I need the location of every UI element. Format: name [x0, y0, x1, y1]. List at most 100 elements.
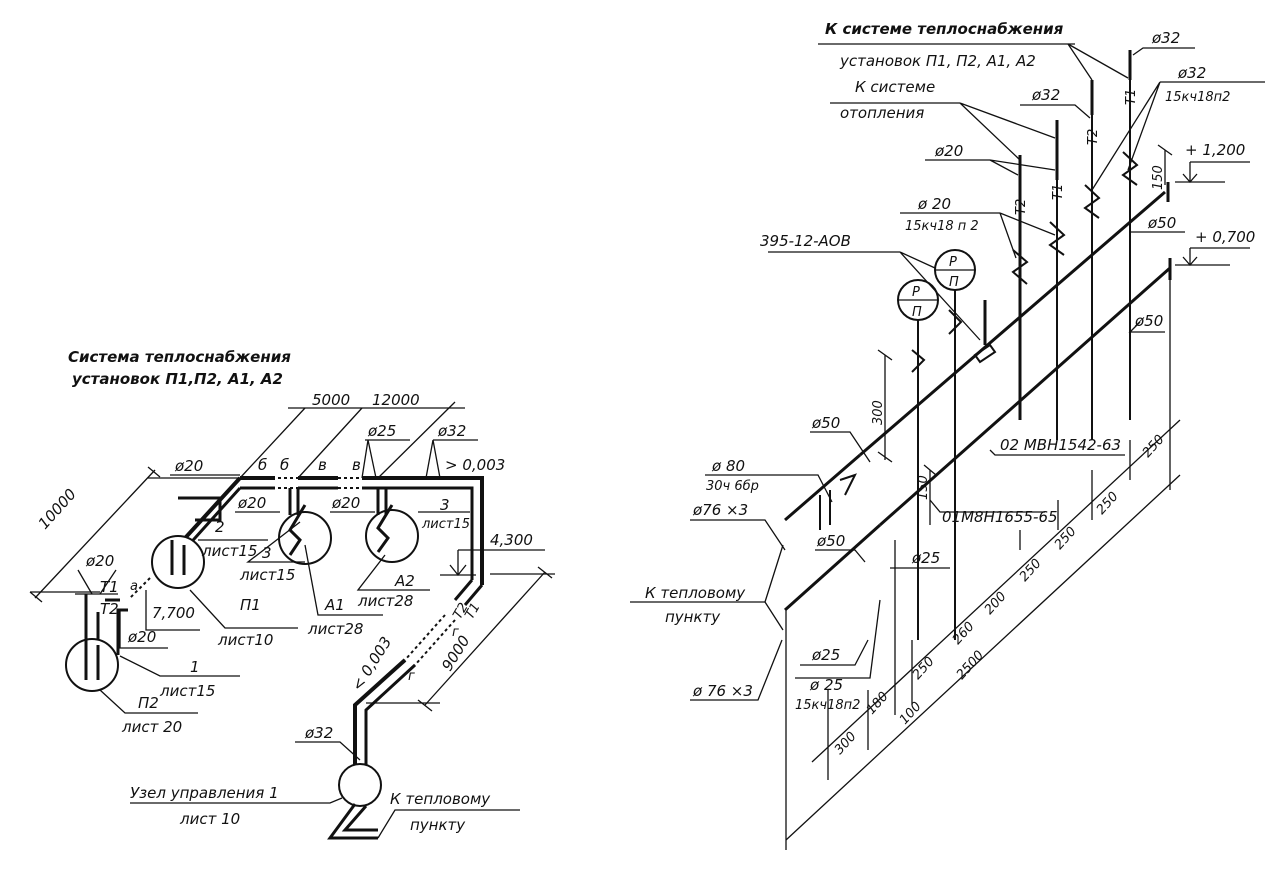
dia-76-bottom: ø 76 ×3	[692, 682, 753, 700]
elevation-mark	[145, 590, 200, 631]
pipe-t2	[453, 579, 474, 601]
unit-p1-ref: П1	[240, 596, 261, 614]
section-mark-a: а	[130, 579, 138, 594]
leader	[795, 599, 881, 679]
unit-a1-coil	[288, 488, 307, 556]
valve-icon	[1121, 151, 1139, 186]
pipe-t2-main	[240, 486, 474, 580]
dim-line-300	[877, 349, 893, 463]
gauge-valve-icon	[911, 309, 963, 373]
dim-tick	[29, 591, 43, 603]
unit-a2-sheet: лист15	[421, 517, 470, 532]
leader	[899, 251, 981, 341]
elev-0700: + 0,700	[1195, 228, 1255, 246]
to-heat-point-right-line2: пункту	[665, 608, 721, 626]
fitting-02: 02 МВН1542-63	[1000, 436, 1121, 454]
unit-p1-pipes	[170, 540, 186, 575]
dia-32-top: ø32	[437, 422, 466, 440]
control-node-circle	[338, 763, 382, 807]
dim-line-10000	[34, 469, 156, 599]
leader	[119, 655, 240, 677]
left-title-line1: Система теплоснабжения	[68, 348, 291, 366]
valve-icon	[1011, 249, 1029, 285]
leader	[1067, 43, 1129, 81]
gauge-stems	[917, 290, 956, 640]
leader	[815, 549, 866, 563]
leader	[959, 102, 1056, 161]
leader	[929, 499, 1045, 513]
section-mark-v: в	[318, 456, 327, 474]
leader	[119, 610, 168, 649]
valve-code-80: 30ч 6бр	[706, 479, 759, 494]
pipe-inlet-lower	[783, 523, 882, 612]
control-node-label: Узел управления 1	[130, 784, 279, 802]
pipe-t2-branch	[105, 598, 128, 655]
dia-25-b: ø25	[811, 646, 840, 664]
dim-250: 250	[1094, 489, 1122, 517]
unit-a1-num: 3	[262, 544, 272, 562]
dia-25: ø25	[367, 422, 396, 440]
pipe-label-t1-right: Т1	[462, 600, 483, 622]
pipe-loop	[178, 496, 222, 522]
left-title-line2: установок П1,П2, А1, А2	[72, 370, 283, 388]
flange-valve-icon	[819, 473, 857, 530]
dim-5000: 5000	[312, 391, 350, 409]
control-node-sheet: лист 10	[179, 810, 240, 828]
leader	[356, 554, 430, 591]
leader	[800, 639, 869, 666]
slope-diag: < 0,003	[348, 633, 395, 694]
dia-20-a: ø20	[934, 142, 963, 160]
dia-32-bottom: ø32	[304, 724, 333, 742]
pipe-label-t1a: Т1	[1051, 184, 1066, 200]
to-supply-line2: установок П1, П2, А1, А2	[839, 52, 1036, 70]
unit-p1-circle	[151, 535, 205, 589]
leader	[304, 544, 383, 616]
leader	[810, 431, 871, 463]
leader	[377, 809, 520, 839]
leader	[189, 589, 298, 629]
dim-total-line	[785, 474, 1181, 841]
dia-20-left: ø20	[85, 552, 114, 570]
dim-9000: 9000	[438, 632, 474, 674]
dim-250: 250	[1052, 524, 1080, 552]
pipe-inlet-upper	[784, 453, 861, 522]
unit-a1-circle	[278, 511, 332, 565]
dim-250: 250	[910, 654, 938, 682]
valve-icon	[1083, 184, 1101, 219]
leader	[246, 521, 305, 563]
pipe-label-t2-left: Т2	[100, 600, 119, 618]
unit-a2-circle	[365, 509, 419, 563]
extension-line	[377, 401, 456, 479]
unit-a2-coil	[376, 488, 394, 553]
section-mark-g: г	[452, 625, 459, 640]
dim-row-line	[811, 419, 1181, 763]
pipe-t1-main	[298, 476, 484, 585]
dia-32-valve: ø32	[1177, 64, 1206, 82]
leader	[690, 519, 786, 551]
to-supply-line1: К системе теплоснабжения	[825, 20, 1064, 38]
pipe-break	[404, 614, 456, 666]
vdim-150-mid: 150	[916, 475, 931, 500]
leader	[705, 474, 833, 503]
dia-25-a: ø25	[911, 549, 940, 567]
leader	[361, 439, 377, 479]
elevation-mark	[1175, 161, 1250, 183]
unit-a1-sheet: лист15	[239, 566, 295, 584]
unit-a1-ref-sheet: лист28	[307, 620, 363, 638]
unit-p1-sheet: лист15	[201, 542, 257, 560]
leader	[1091, 81, 1161, 191]
leader	[295, 741, 361, 761]
left-heat-supply-scheme: Система теплоснабжения установок П1,П2, …	[29, 348, 555, 840]
slope-top: > 0,003	[445, 456, 505, 474]
pipe-label-t2a: Т2	[1014, 199, 1029, 215]
valve-code-20: 15кч18 п 2	[905, 219, 979, 234]
dim-100: 100	[897, 699, 925, 727]
to-heat-point-right-line1: К тепловому	[645, 584, 746, 602]
valve-icon	[1048, 221, 1066, 256]
section-mark-g: г	[408, 669, 415, 684]
gauge-bottom-label: П	[949, 275, 959, 290]
pipe-label-t1-left: Т1	[100, 578, 119, 596]
leader	[999, 212, 1056, 259]
dim-line-150-mid	[923, 464, 937, 525]
